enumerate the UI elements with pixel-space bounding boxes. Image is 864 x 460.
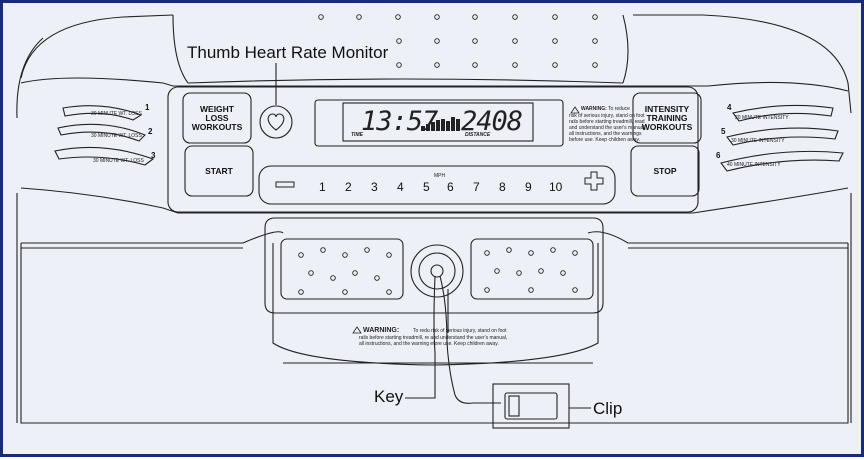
- lcd-distance-value: 2408: [461, 106, 523, 137]
- speed-down-icon: [275, 181, 295, 188]
- weight-loss-line-3: WORKOUTS: [191, 122, 243, 132]
- workout-number-4: 4: [727, 103, 732, 112]
- warning-triangle-icon: [570, 106, 580, 114]
- speed-button-9[interactable]: 9: [525, 180, 532, 194]
- start-button[interactable]: START: [205, 166, 233, 176]
- workout-label-3: 30 MINUTE WT. LOSS: [93, 158, 144, 164]
- lcd-bar-graph: [421, 117, 460, 131]
- lcd-distance-label: DISTANCE: [465, 132, 491, 138]
- console-warning-line-3: and understand the user's manual,: [569, 125, 646, 131]
- intensity-line-1: INTENSITY: [644, 104, 690, 114]
- stop-button[interactable]: STOP: [653, 166, 677, 176]
- deck-warning-triangle-icon: [352, 326, 362, 334]
- console-warning-line-2: rails before starting treadmill, read: [569, 119, 645, 125]
- speed-button-2[interactable]: 2: [345, 180, 352, 194]
- workout-label-1: 30 MINUTE WT. LOSS: [91, 111, 142, 117]
- intensity-training-workouts-button[interactable]: INTENSITY TRAINING WORKOUTS: [633, 105, 701, 132]
- workout-label-2: 30 MINUTE WT. LOSS: [91, 133, 142, 139]
- clip-callout: Clip: [593, 399, 623, 418]
- lcd-time-value: 13:57: [361, 106, 438, 137]
- console-line-drawing: [16, 14, 852, 429]
- safety-key-socket[interactable]: [415, 249, 459, 293]
- speed-button-4[interactable]: 4: [397, 180, 404, 194]
- deck-warning-line-2: rails before starting treadmill, re and …: [359, 335, 508, 341]
- deck-warning-line-1: To redu risk of serious injury, stand on…: [413, 328, 507, 334]
- speed-unit-label: MPH: [434, 173, 446, 179]
- speed-button-7[interactable]: 7: [473, 180, 480, 194]
- lcd-time-label: TIME: [351, 132, 363, 138]
- speed-button-8[interactable]: 8: [499, 180, 506, 194]
- weight-loss-line-2: LOSS: [205, 113, 229, 123]
- safety-clip[interactable]: [493, 384, 569, 428]
- console-warning-line-0: To reduce: [608, 106, 630, 112]
- key-callout: Key: [374, 387, 404, 406]
- workout-number-3: 3: [151, 151, 156, 160]
- intensity-line-3: WORKOUTS: [641, 122, 693, 132]
- workout-number-5: 5: [721, 127, 726, 136]
- thumb-heart-rate-button[interactable]: [260, 106, 292, 138]
- console-warning-line-1: risk of serious injury, stand on foot: [569, 113, 645, 119]
- heart-icon: [267, 113, 285, 131]
- console-warning-line-5: before use. Keep children away.: [569, 137, 641, 143]
- speed-button-6[interactable]: 6: [447, 180, 454, 194]
- console-warning-title: WARNING:: [581, 106, 607, 112]
- workout-label-4: 20 MINUTE INTENSITY: [735, 115, 789, 121]
- heart-rate-monitor-callout: Thumb Heart Rate Monitor: [187, 43, 389, 62]
- console-warning-line-4: all instructions, and the warnings: [569, 131, 642, 137]
- speed-button-1[interactable]: 1: [319, 180, 326, 194]
- workout-number-6: 6: [716, 151, 721, 160]
- weight-loss-workouts-button[interactable]: WEIGHT LOSS WORKOUTS: [183, 105, 251, 132]
- weight-loss-line-1: WEIGHT: [200, 104, 234, 114]
- speed-button-3[interactable]: 3: [371, 180, 378, 194]
- deck-warning-line-3: all instructions, and the warning efore …: [359, 341, 499, 347]
- speed-up-icon: [584, 171, 604, 191]
- intensity-line-2: TRAINING: [646, 113, 688, 123]
- speed-button-10[interactable]: 10: [549, 180, 563, 194]
- deck-warning-title: WARNING:: [363, 327, 400, 334]
- workout-label-5: 30 MINUTE INTENSITY: [731, 138, 785, 144]
- workout-label-6: 40 MINUTE INTENSITY: [727, 162, 781, 168]
- speed-button-5[interactable]: 5: [423, 180, 430, 194]
- workout-number-1: 1: [145, 103, 150, 112]
- workout-number-2: 2: [148, 127, 153, 136]
